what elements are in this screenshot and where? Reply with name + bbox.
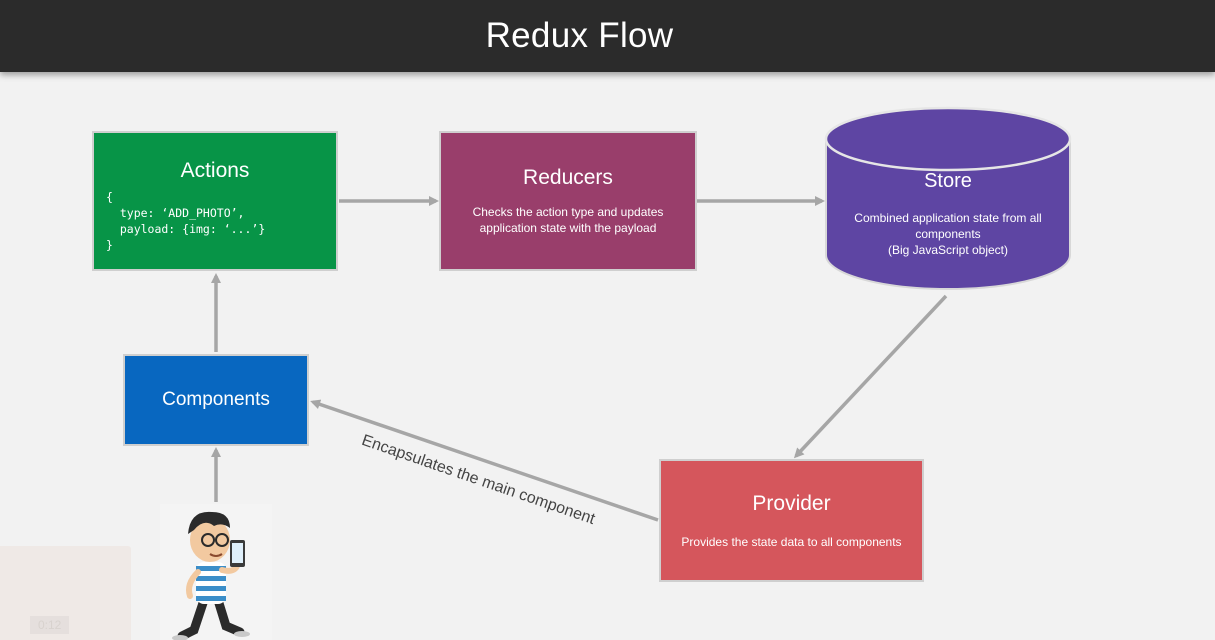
store-heading: Store — [924, 170, 972, 192]
reducers-description: Checks the action type and updates appli… — [472, 205, 664, 235]
database-icon — [825, 138, 1071, 290]
arrow-store-to-provider — [793, 294, 948, 459]
actions-code-sample: { type: ‘ADD_PHOTO’, payload: {img: ‘...… — [106, 190, 266, 252]
components-node: Components — [123, 354, 309, 446]
page-title: Redux Flow — [485, 16, 674, 55]
reducers-heading: Reducers — [523, 166, 613, 189]
video-thumbnail-overlay[interactable]: 0:12 — [0, 546, 131, 640]
store-node — [824, 106, 1072, 290]
reducers-node: Reducers Checks the action type and upda… — [439, 131, 697, 271]
provider-heading: Provider — [752, 491, 831, 515]
video-timestamp: 0:12 — [30, 616, 70, 634]
store-label-group: Store Combined application state from al… — [826, 170, 1070, 258]
provider-node: Provider Provides the state data to all … — [659, 459, 924, 582]
components-heading: Components — [162, 389, 270, 410]
provider-description: Provides the state data to all component… — [681, 534, 902, 549]
store-description: Combined application state from all comp… — [854, 211, 1042, 257]
store-cylinder-top — [824, 106, 1072, 172]
actions-node: Actions { type: ‘ADD_PHOTO’, payload: {i… — [92, 131, 338, 271]
arrow-provider-to-components — [310, 399, 659, 522]
user-with-phone-icon — [160, 504, 272, 640]
title-bar: Redux Flow — [0, 0, 1215, 72]
actions-heading: Actions — [180, 159, 250, 182]
